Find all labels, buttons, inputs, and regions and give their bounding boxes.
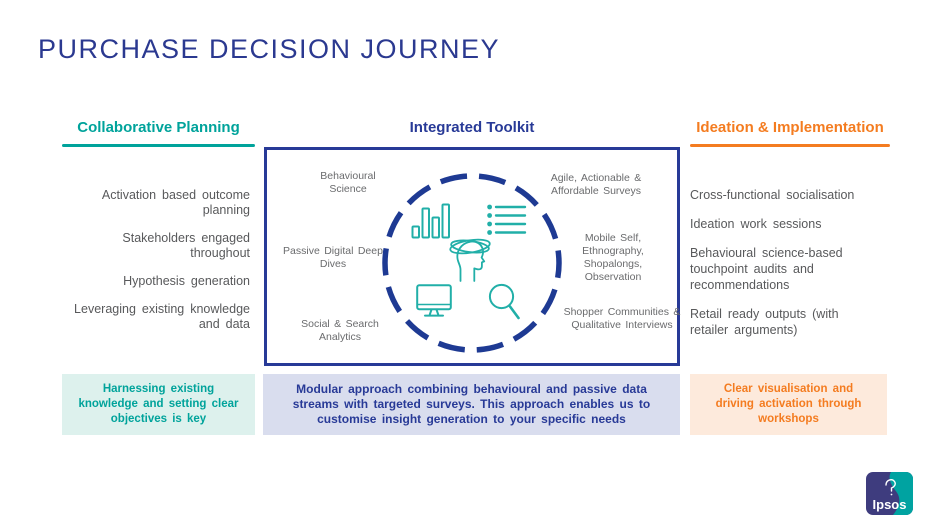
header-ideation-implementation: Ideation & Implementation [696,119,884,136]
list-item: Leveraging existing knowledge and data [74,302,250,331]
search-icon [488,283,520,320]
list-item: Hypothesis generation [123,274,250,288]
list-item: Ideation work sessions [690,217,822,231]
left-column-items: Activation based outcome planning Stakeh… [65,188,250,345]
ipsos-logo-text: Ipsos [873,497,907,512]
list-item: Behavioural science-based touchpoint aud… [690,246,843,292]
callout-collaborative-planning: Harnessing existing knowledge and settin… [62,374,255,435]
right-column-items: Cross-functional socialisation Ideation … [690,187,880,351]
callout-ideation-implementation: Clear visualisation and driving activati… [690,374,887,435]
list-item: Stakeholders engaged throughout [122,231,250,260]
list-item: Activation based outcome planning [101,188,250,217]
list-item: Retail ready outputs (with retailer argu… [690,307,839,337]
monitor-icon [416,284,452,317]
orange-underline [690,144,890,147]
integrated-toolkit-box [264,147,680,366]
toolkit-label: Behavioural Science [320,170,376,195]
teal-underline [62,144,255,147]
mind-orbit-icon [449,238,491,282]
header-collaborative-planning: Collaborative Planning [77,119,240,136]
toolkit-label: Mobile Self, Ethnography, Shopalongs, Ob… [582,232,644,283]
list-item: Cross-functional socialisation [690,188,855,202]
callout-integrated-toolkit: Modular approach combining behavioural a… [263,374,680,435]
toolkit-label: Shopper Communities & Qualitative Interv… [563,306,681,331]
bar-chart-icon [411,203,450,239]
ipsos-logo: Ipsos [866,472,913,515]
header-integrated-toolkit: Integrated Toolkit [409,119,535,136]
toolkit-label: Social & Search Analytics [301,318,379,343]
dashed-circle [382,173,562,353]
toolkit-label: Agile, Actionable & Affordable Surveys [550,172,642,197]
bullet-list-icon [487,204,527,235]
page-title: PURCHASE DECISION JOURNEY [38,34,501,64]
toolkit-label: Passive Digital Deep Dives [283,245,383,270]
